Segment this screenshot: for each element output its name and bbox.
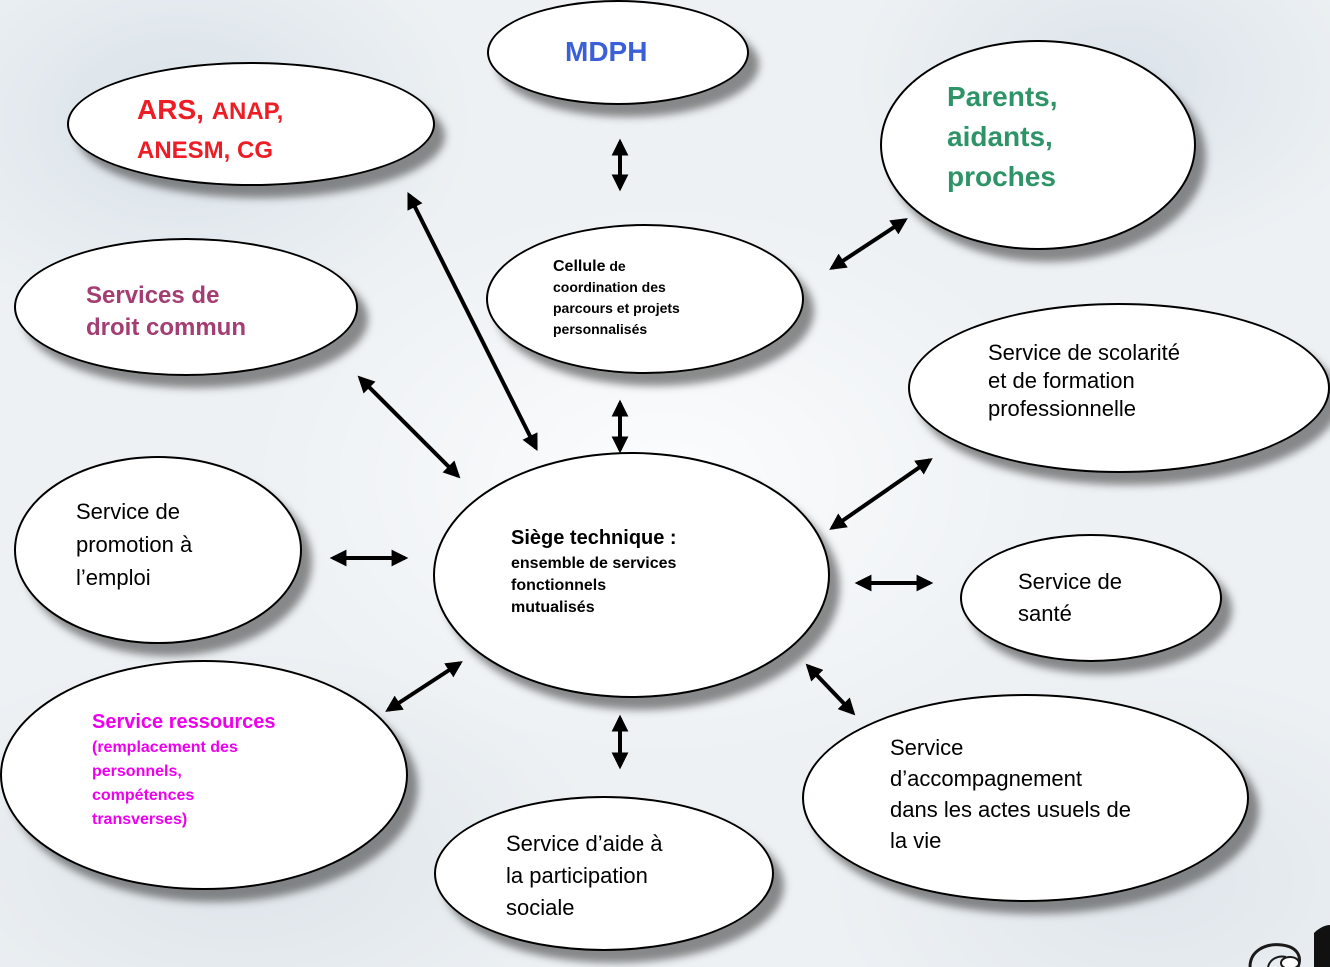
node-mdph-line: MDPH xyxy=(565,36,648,67)
node-droit-commun-label: Services de droit commun xyxy=(86,280,246,344)
node-emploi-line-2: promotion à xyxy=(76,532,193,557)
node-accompagnement-line-3: dans les actes usuels de xyxy=(890,797,1131,822)
arrow-droit-siege xyxy=(357,375,461,479)
node-siege-oval xyxy=(433,452,830,698)
node-droit-commun-line-1: Services de xyxy=(86,282,220,309)
node-cellule-line-3: personnalisés xyxy=(553,321,648,337)
node-sante: Service de santé xyxy=(960,534,1222,662)
node-parents-oval xyxy=(880,40,1196,250)
node-scolarite-line-1: Service de scolarité xyxy=(988,340,1180,365)
node-accompagnement: Service d’accompagnement dans les actes … xyxy=(802,694,1249,902)
node-ars-oval xyxy=(67,62,435,186)
node-parents-line-2: aidants, xyxy=(947,121,1053,152)
node-ars-line-1: ARS, ANAP, xyxy=(137,92,283,133)
node-siege-head: Siège technique : xyxy=(511,527,677,549)
node-accompagnement-line-4: la vie xyxy=(890,828,942,853)
node-mdph-oval xyxy=(487,0,749,105)
node-parents-label: Parents, aidants, proches xyxy=(947,77,1058,197)
node-parents-line-3: proches xyxy=(947,161,1056,192)
node-sante-label: Service de santé xyxy=(1018,566,1122,630)
node-siege-line-3: mutualisés xyxy=(511,599,595,616)
node-ressources-label: Service ressources (remplacement des per… xyxy=(92,708,275,832)
arrow-scolarite-siege xyxy=(829,458,933,530)
node-ressources: Service ressources (remplacement des per… xyxy=(0,660,408,890)
node-participation-oval xyxy=(434,796,774,951)
node-ressources-head: Service ressources xyxy=(92,711,276,733)
logo-swirl xyxy=(1248,925,1330,967)
node-mdph-label: MDPH xyxy=(565,36,647,68)
node-ars-line-2: ANESM, CG xyxy=(137,137,274,164)
node-scolarite: Service de scolarité et de formation pro… xyxy=(908,303,1330,473)
node-emploi: Service de promotion à l’emploi xyxy=(14,456,302,644)
node-cellule-label: Cellule de coordination des parcours et … xyxy=(553,256,680,340)
node-participation-label: Service d’aide à la participation social… xyxy=(506,828,663,924)
node-parents: Parents, aidants, proches xyxy=(880,40,1196,250)
node-ars-line-1b: ANAP, xyxy=(211,98,284,125)
arrow-siege-accompagnement xyxy=(805,663,856,716)
node-participation: Service d’aide à la participation social… xyxy=(434,796,774,951)
node-ars-label: ARS, ANAP, ANESM, CG xyxy=(137,92,283,169)
node-ressources-line-3: compétences xyxy=(92,787,195,804)
arrow-ressources-siege xyxy=(385,661,463,712)
node-cellule: Cellule de coordination des parcours et … xyxy=(486,224,804,374)
node-ressources-line-1: (remplacement des xyxy=(92,739,238,756)
node-droit-commun-oval xyxy=(14,238,358,376)
node-sante-oval xyxy=(960,534,1222,662)
node-sante-line-1: Service de xyxy=(1018,569,1122,594)
node-siege: Siège technique : ensemble de services f… xyxy=(433,452,830,698)
node-cellule-head: Cellule de xyxy=(553,256,680,277)
node-parents-line-1: Parents, xyxy=(947,81,1058,112)
node-droit-commun-line-2: droit commun xyxy=(86,314,246,341)
node-cellule-head-rest: de xyxy=(605,258,626,274)
node-scolarite-line-2: et de formation xyxy=(988,368,1135,393)
node-emploi-oval xyxy=(14,456,302,644)
node-participation-line-1: Service d’aide à xyxy=(506,831,663,856)
node-accompagnement-oval xyxy=(802,694,1249,902)
node-accompagnement-line-1: Service xyxy=(890,735,964,760)
node-scolarite-oval xyxy=(908,303,1330,473)
node-mdph: MDPH xyxy=(487,0,749,105)
node-cellule-line-2: parcours et projets xyxy=(553,300,680,316)
node-ars: ARS, ANAP, ANESM, CG xyxy=(67,62,435,186)
node-participation-line-2: la participation xyxy=(506,863,648,888)
node-cellule-oval xyxy=(486,224,804,374)
node-ressources-line-2: personnels, xyxy=(92,763,182,780)
node-ressources-oval xyxy=(0,660,408,890)
node-siege-label: Siège technique : ensemble de services f… xyxy=(511,523,677,619)
node-emploi-line-1: Service de xyxy=(76,499,180,524)
node-siege-line-1: ensemble de services xyxy=(511,555,677,572)
node-participation-line-3: sociale xyxy=(506,895,575,920)
node-cellule-line-1: coordination des xyxy=(553,279,666,295)
node-droit-commun: Services de droit commun xyxy=(14,238,358,376)
node-scolarite-label: Service de scolarité et de formation pro… xyxy=(988,339,1180,423)
node-ars-line-1a: ARS, xyxy=(137,94,212,125)
node-ressources-line-4: transverses) xyxy=(92,811,188,828)
node-emploi-label: Service de promotion à l’emploi xyxy=(76,495,192,594)
node-accompagnement-label: Service d’accompagnement dans les actes … xyxy=(890,732,1131,856)
node-sante-line-2: santé xyxy=(1018,601,1072,626)
node-siege-line-2: fonctionnels xyxy=(511,577,607,594)
arrow-parents-cellule xyxy=(829,218,908,270)
node-accompagnement-line-2: d’accompagnement xyxy=(890,766,1083,791)
node-scolarite-line-3: professionnelle xyxy=(988,396,1136,421)
node-emploi-line-3: l’emploi xyxy=(76,565,151,590)
arrow-ars-siege xyxy=(407,191,538,452)
node-cellule-head-word: Cellule xyxy=(553,258,606,275)
